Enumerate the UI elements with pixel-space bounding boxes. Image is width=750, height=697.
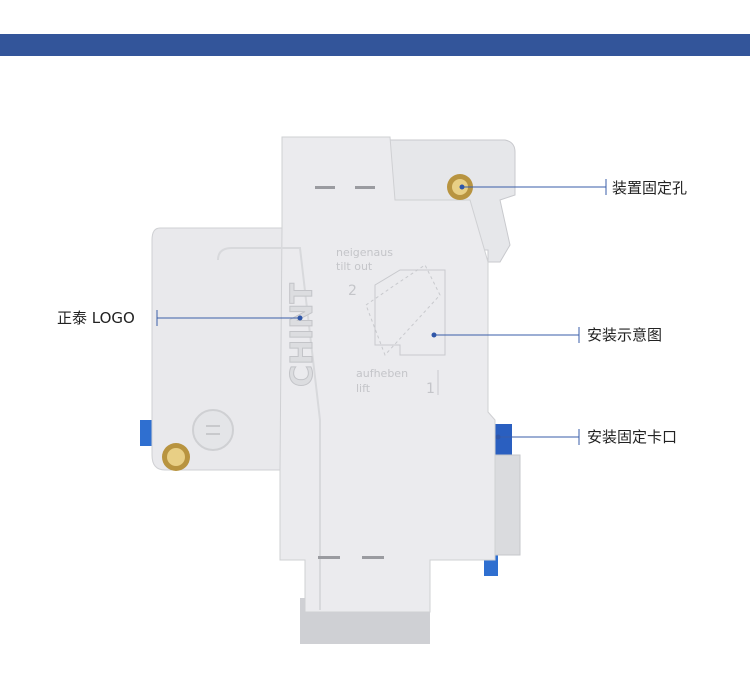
svg-text:1: 1 xyxy=(426,381,435,397)
svg-text:aufheben: aufheben xyxy=(356,367,408,380)
chint-logo: CHINT xyxy=(285,283,320,387)
header-banner xyxy=(0,34,750,56)
housing-groove xyxy=(217,247,321,610)
logo-dot xyxy=(297,315,303,321)
callout-install-diagram: 安装示意图 xyxy=(587,326,663,344)
mounting-hole-dot xyxy=(459,184,465,190)
svg-text:lift: lift xyxy=(356,382,371,395)
tilt-de-text: neigenaus xyxy=(336,246,393,259)
tilt-en-text: tilt out xyxy=(336,260,373,273)
mounting-clip-dot xyxy=(495,434,501,440)
main-housing xyxy=(279,136,496,613)
install-diagram-dot xyxy=(431,332,437,338)
callout-mounting-clip: 安装固定卡口 xyxy=(587,428,678,446)
embossed-install-diagram: neigenaus tilt out 2 aufheben lift 1 xyxy=(336,246,435,397)
callout-mounting-hole: 装置固定孔 xyxy=(612,179,688,197)
left-wing-housing xyxy=(151,227,301,471)
vent-slots xyxy=(315,186,384,559)
svg-text:2: 2 xyxy=(348,283,357,299)
ring-mark xyxy=(192,409,234,451)
callout-logo: 正泰 LOGO xyxy=(57,309,135,327)
